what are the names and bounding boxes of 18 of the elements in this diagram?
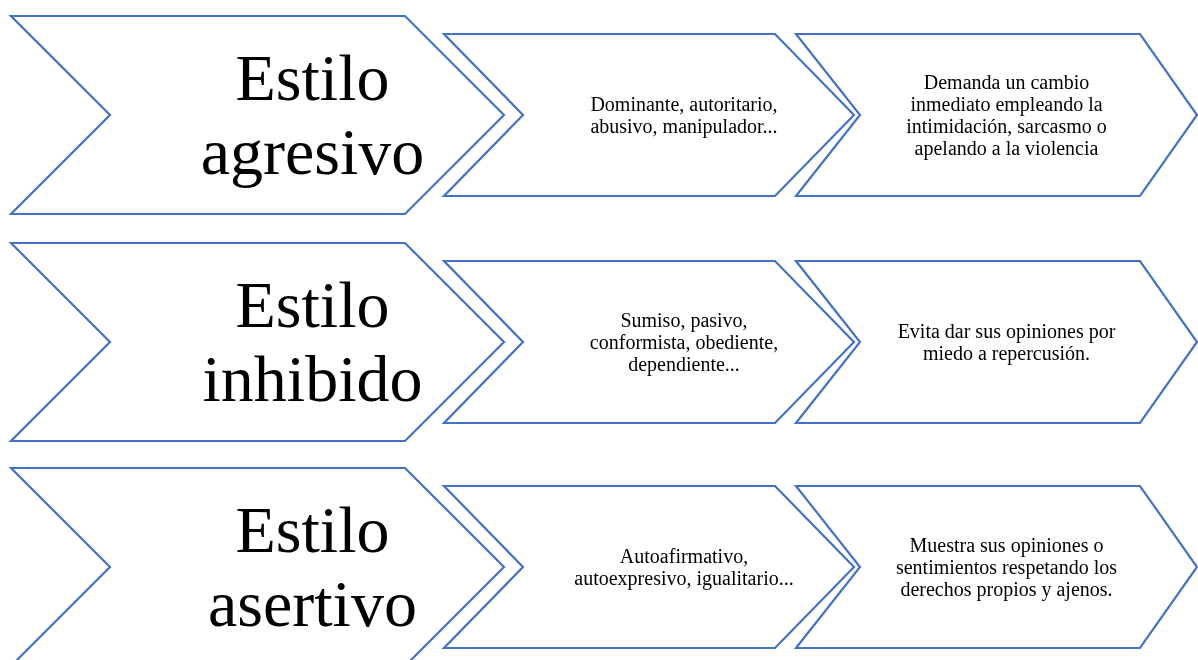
chevron-shape <box>443 485 855 649</box>
chevron-shape <box>443 260 855 424</box>
style-title: Estilo asertivo <box>207 493 418 641</box>
description-text: Dominante, autoritario, abusivo, manipulador... <box>589 93 779 137</box>
description-text: Muestra sus opiniones o sentimientos respetando los derechos propios y ajenos. <box>894 534 1119 600</box>
chevron-shape <box>10 242 505 442</box>
chevron-shape <box>795 33 1198 197</box>
description-text: Sumiso, pasivo, conformista, obediente, dependiente... <box>588 309 780 375</box>
chevron-shape <box>443 33 855 197</box>
description-text: Autoafirmativo, autoexpresivo, igualitario... <box>573 545 795 589</box>
description-text: Demanda un cambio inmediato empleando la intimidación, sarcasmo o apelando a la violencia <box>905 71 1108 159</box>
chevron-shape <box>795 485 1198 649</box>
style-title: Estilo inhibido <box>201 268 424 416</box>
chevron-shape <box>10 15 505 215</box>
chevron-shape <box>10 467 505 660</box>
style-title: Estilo agresivo <box>199 41 426 189</box>
chevron-shape <box>795 260 1198 424</box>
description-text: Evita dar sus opiniones por miedo a repercusión. <box>896 320 1117 364</box>
